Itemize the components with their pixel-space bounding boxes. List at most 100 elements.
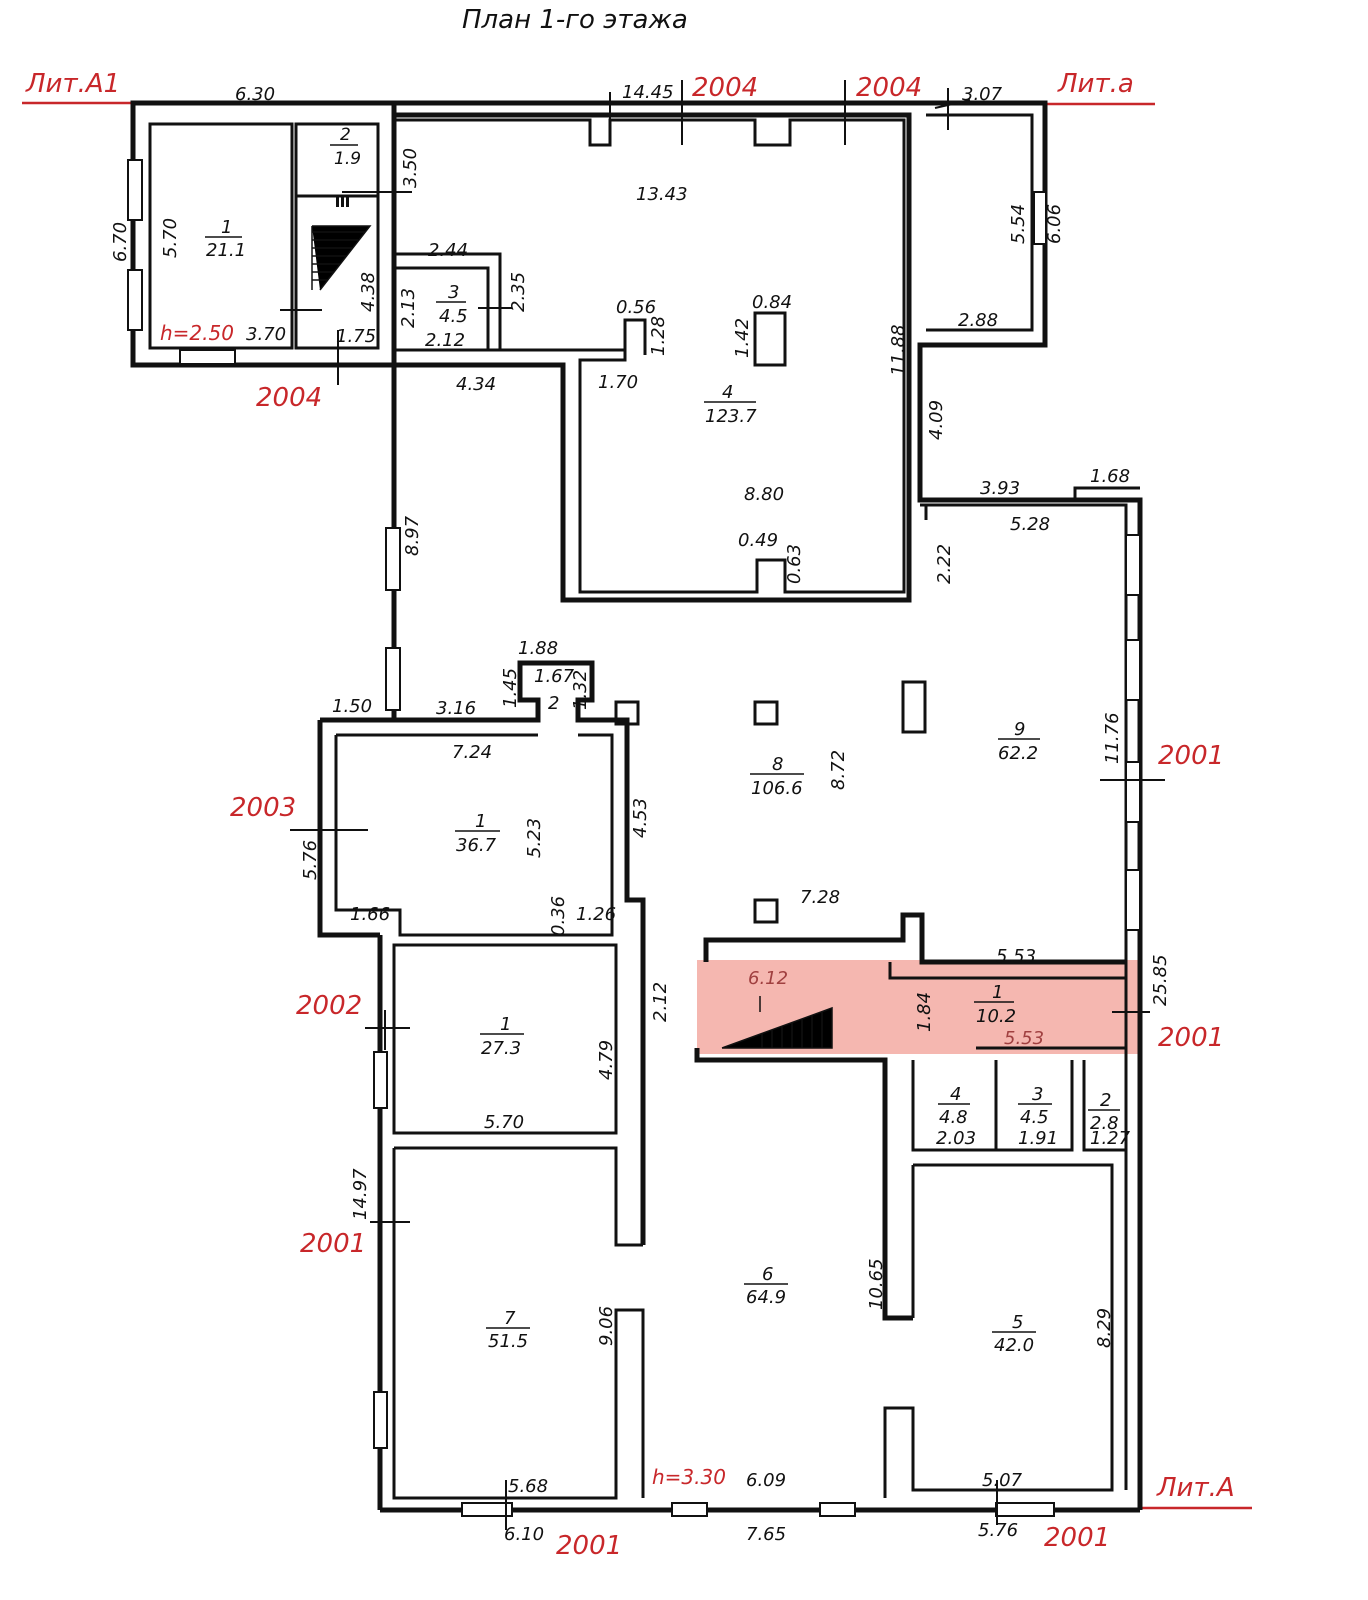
- dimension: 5.68: [508, 1476, 548, 1497]
- dimension: 6.12: [748, 968, 788, 989]
- walls: [127, 100, 1143, 1517]
- column: [753, 700, 779, 726]
- dimension: 5.07: [982, 1470, 1023, 1491]
- svg-text:21.1: 21.1: [206, 240, 246, 261]
- svg-text:4: 4: [722, 382, 733, 403]
- dimension: 5.28: [1010, 514, 1050, 535]
- dimension: 1.84: [914, 992, 935, 1032]
- dimension: 6.30: [235, 84, 275, 105]
- dimension: 1.67: [534, 666, 575, 687]
- svg-text:6: 6: [762, 1264, 773, 1285]
- year-label: 2002: [296, 991, 362, 1021]
- dimension: 1.28: [648, 316, 669, 356]
- svg-text:1: 1: [475, 811, 486, 832]
- window: [127, 159, 143, 221]
- svg-text:1: 1: [500, 1014, 511, 1035]
- dimension: 3.70: [246, 324, 286, 345]
- dimension: 1.50: [332, 696, 372, 717]
- dimension: 6.06: [1044, 204, 1065, 244]
- dimension: 11.76: [1102, 712, 1123, 764]
- dimension: 2.35: [508, 272, 529, 312]
- window: [373, 1051, 388, 1109]
- ceiling-height: h=3.30: [652, 1465, 726, 1489]
- plan-title: План 1-го этажа: [462, 5, 688, 35]
- dimension: 2.12: [650, 982, 671, 1022]
- svg-text:9: 9: [1014, 719, 1025, 740]
- year-label: 2004: [692, 73, 758, 103]
- stair-icon: [311, 195, 372, 291]
- room-label: 34.5: [436, 282, 468, 327]
- dimension: 6.10: [504, 1524, 544, 1545]
- construction-years: 2004 2004 2004 2001 2001 2001 2001 2003 …: [230, 73, 1224, 1561]
- dimension: 0.84: [752, 292, 792, 313]
- room-label: 2: [548, 693, 559, 714]
- svg-text:42.0: 42.0: [994, 1335, 1034, 1356]
- dimension: 3.93: [980, 478, 1020, 499]
- dimension: 6.70: [110, 222, 131, 262]
- svg-text:62.2: 62.2: [998, 743, 1038, 764]
- dimension: 4.34: [456, 374, 496, 395]
- dimension: 8.29: [1094, 1308, 1115, 1348]
- room-label: 21.9: [330, 125, 361, 169]
- dimension: 2.13: [398, 288, 419, 328]
- dimension: 14.45: [622, 82, 674, 103]
- window: [1125, 639, 1141, 701]
- dimension: 5.53: [996, 946, 1036, 967]
- window: [819, 1502, 856, 1517]
- svg-text:2: 2: [340, 125, 351, 145]
- svg-text:8: 8: [772, 754, 783, 775]
- window: [127, 269, 143, 331]
- dimension: 5.76: [300, 840, 321, 880]
- dimension: 1.45: [500, 668, 521, 708]
- window: [385, 647, 401, 711]
- dimension: 9.06: [596, 1306, 617, 1346]
- dimension: 4.09: [926, 400, 947, 440]
- dimension: 1.66: [350, 904, 390, 925]
- letter-label-a: Лит.А: [1156, 1473, 1235, 1503]
- dimension: 13.43: [636, 184, 688, 205]
- dimension: 1.27: [1090, 1128, 1131, 1149]
- dimension: 7.65: [746, 1524, 786, 1545]
- dimension: 8.97: [402, 515, 423, 556]
- section-marks: [280, 80, 1165, 1530]
- dimension: 2.12: [425, 330, 465, 351]
- svg-text:3: 3: [448, 282, 459, 303]
- window: [1033, 191, 1047, 245]
- column: [753, 898, 779, 924]
- dimension: 2.88: [958, 310, 998, 331]
- year-label: 2004: [256, 383, 322, 413]
- year-label: 2001: [1158, 741, 1224, 771]
- dimension: 1.68: [1090, 466, 1130, 487]
- dimension: 5.54: [1008, 204, 1029, 244]
- svg-text:4: 4: [950, 1084, 961, 1105]
- dimension: 7.28: [800, 887, 840, 908]
- dimension: 0.49: [738, 530, 778, 551]
- svg-text:7: 7: [504, 1308, 516, 1329]
- dimension: 5.70: [484, 1112, 524, 1133]
- dimension: 4.38: [358, 272, 379, 312]
- window: [1125, 534, 1141, 596]
- window: [373, 1391, 388, 1449]
- letter-label-a-small: Лит.а: [1057, 69, 1134, 99]
- dimension: 3.16: [436, 698, 476, 719]
- room-label: 751.5: [486, 1308, 530, 1352]
- window: [1125, 869, 1141, 931]
- column: [753, 311, 787, 367]
- svg-text:27.3: 27.3: [481, 1038, 521, 1059]
- room-label: 22.8: [1088, 1090, 1120, 1134]
- dimension: 5.53: [1004, 1028, 1044, 1049]
- dimension: 8.80: [744, 484, 784, 505]
- room-label: 44.8: [938, 1084, 970, 1128]
- svg-text:5: 5: [1012, 1312, 1023, 1333]
- room-label: 34.5: [1018, 1084, 1052, 1128]
- dimension: 5.76: [978, 1520, 1018, 1541]
- dimension: 1.75: [336, 326, 376, 347]
- dimension: 7.24: [452, 742, 492, 763]
- dimension: 1.91: [1018, 1128, 1058, 1149]
- dimension: 2.44: [428, 240, 468, 261]
- svg-text:3: 3: [1032, 1084, 1043, 1105]
- dimension: 4.53: [630, 798, 651, 838]
- dimension: 2.03: [936, 1128, 976, 1149]
- window: [461, 1502, 513, 1517]
